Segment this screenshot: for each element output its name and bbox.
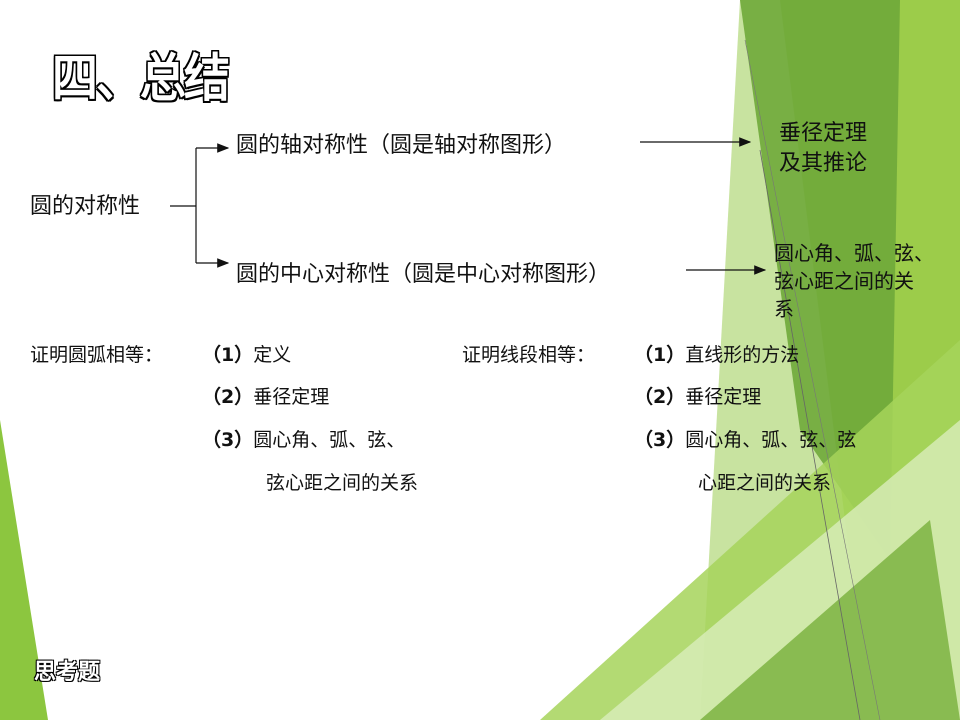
result-center-line1: 圆心角、弧、弦、 [774,241,934,265]
right-item3-number: （3） [634,429,686,451]
result-axis-line1: 垂径定理 [779,121,868,146]
left-item3-text: 圆心角、弧、弦、 [253,429,406,451]
result-axis-line2: 及其推论 [779,151,868,176]
green-shape-left-edge [0,420,48,720]
left-item2-number: （2） [202,386,254,408]
left-item2: （2）垂径定理 [202,382,329,409]
result-center-line3: 系 [774,297,794,321]
right-item3-continuation: 心距之间的关系 [698,472,832,494]
left-item1-number: （1） [202,344,254,366]
left-item1-text: 定义 [253,344,292,366]
branch-axis-label: 圆的轴对称性（圆是轴对称图形） [236,133,567,158]
thin-decor-line-2 [744,39,881,720]
left-item2-text: 垂径定理 [253,386,330,408]
left-item1: （1）定义 [202,340,291,367]
slide-title: 四、总结 [52,48,230,109]
left-item3: （3）圆心角、弧、弦、 [202,425,405,452]
root-label: 圆的对称性 [30,194,141,219]
right-item1-text: 直线形的方法 [685,344,800,366]
right-item2-text: 垂径定理 [685,386,762,408]
left-item3-continuation: 弦心距之间的关系 [266,472,419,494]
thinking-question-label: 思考题 [34,660,101,685]
right-list-heading: 证明线段相等： [462,344,596,366]
result-center-line2: 弦心距之间的关 [774,269,914,293]
right-item1: （1）直线形的方法 [634,340,799,367]
green-shape-lower-dark [700,520,960,720]
right-item2: （2）垂径定理 [634,382,761,409]
right-item2-number: （2） [634,386,686,408]
thin-decor-line-1 [759,149,861,720]
green-shape-center-dark [740,0,900,560]
right-item3-text: 圆心角、弧、弦、弦 [685,429,857,451]
left-item3-number: （3） [202,429,254,451]
left-list-heading: 证明圆弧相等： [30,344,164,366]
branch-center-label: 圆的中心对称性（圆是中心对称图形） [236,262,611,287]
right-item1-number: （1） [634,344,686,366]
right-item3: （3）圆心角、弧、弦、弦 [634,425,856,452]
